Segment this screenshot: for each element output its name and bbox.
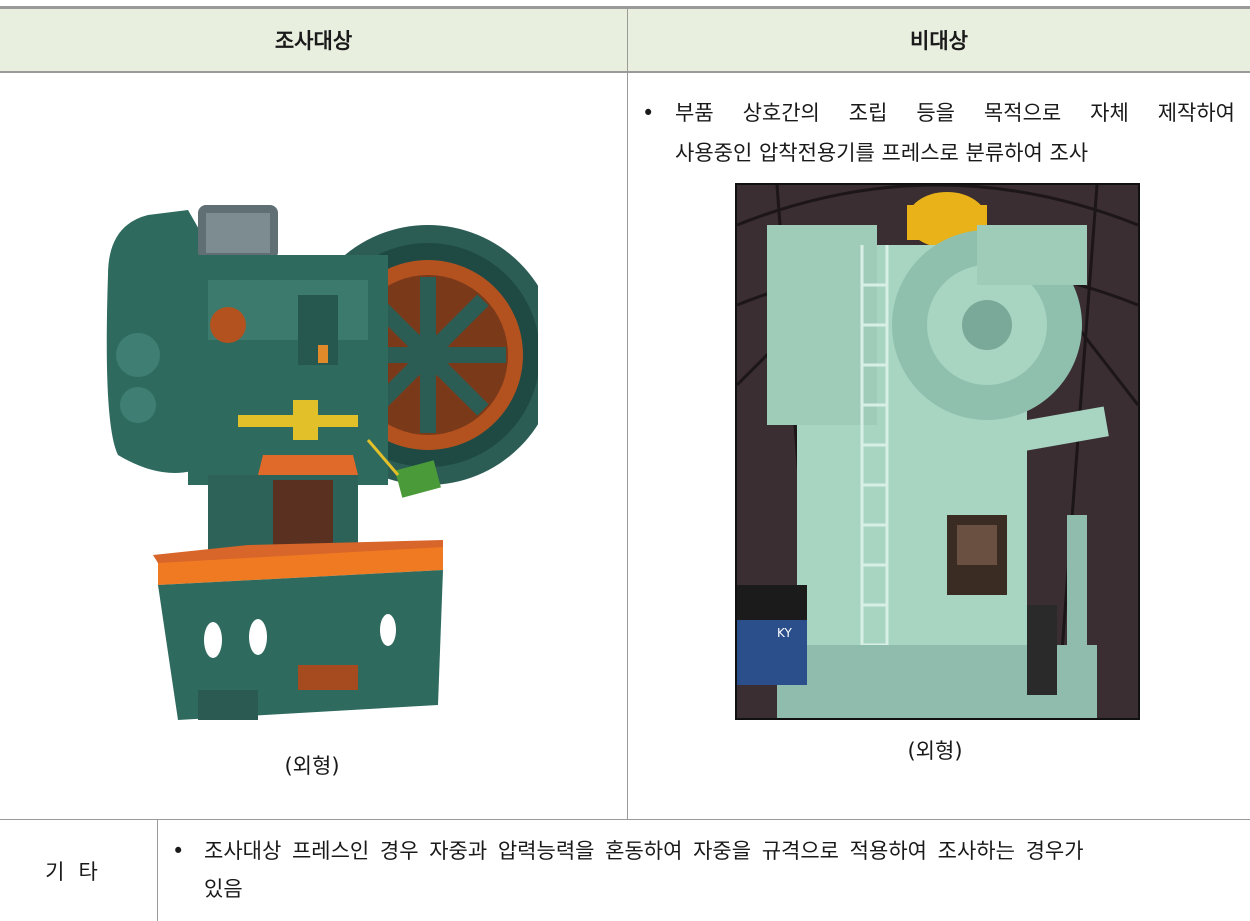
etc-line-2: 있음 — [204, 877, 243, 901]
right-image-caption: (외형) — [907, 739, 963, 763]
non-target-line-2: 사용중인 압착전용기를 프레스로 분류하여 조사 — [675, 141, 1089, 165]
crimping-press-photo: KY — [735, 183, 1140, 720]
etc-line-1: 조사대상 프레스인 경우 자중과 압력능력을 혼동하여 자중을 규격으로 적용하… — [204, 839, 1084, 863]
column-divider — [627, 9, 628, 819]
header-target: 조사대상 — [0, 9, 627, 71]
bullet-icon: • — [642, 101, 655, 125]
press-machine-image — [106, 205, 538, 720]
etc-label: 기타 — [45, 859, 112, 884]
etc-column-divider — [157, 820, 158, 921]
bullet-icon: • — [172, 839, 185, 863]
header-non-target: 비대상 — [628, 9, 1250, 71]
non-target-line-1: 부품 상호간의 조립 등을 목적으로 자체 제작하여 — [675, 101, 1235, 125]
left-image-caption: (외형) — [284, 754, 340, 778]
row-divider — [0, 819, 1250, 820]
photo-label: KY — [777, 626, 792, 640]
header-rule — [0, 71, 1250, 73]
table-top-rule — [0, 6, 1250, 9]
